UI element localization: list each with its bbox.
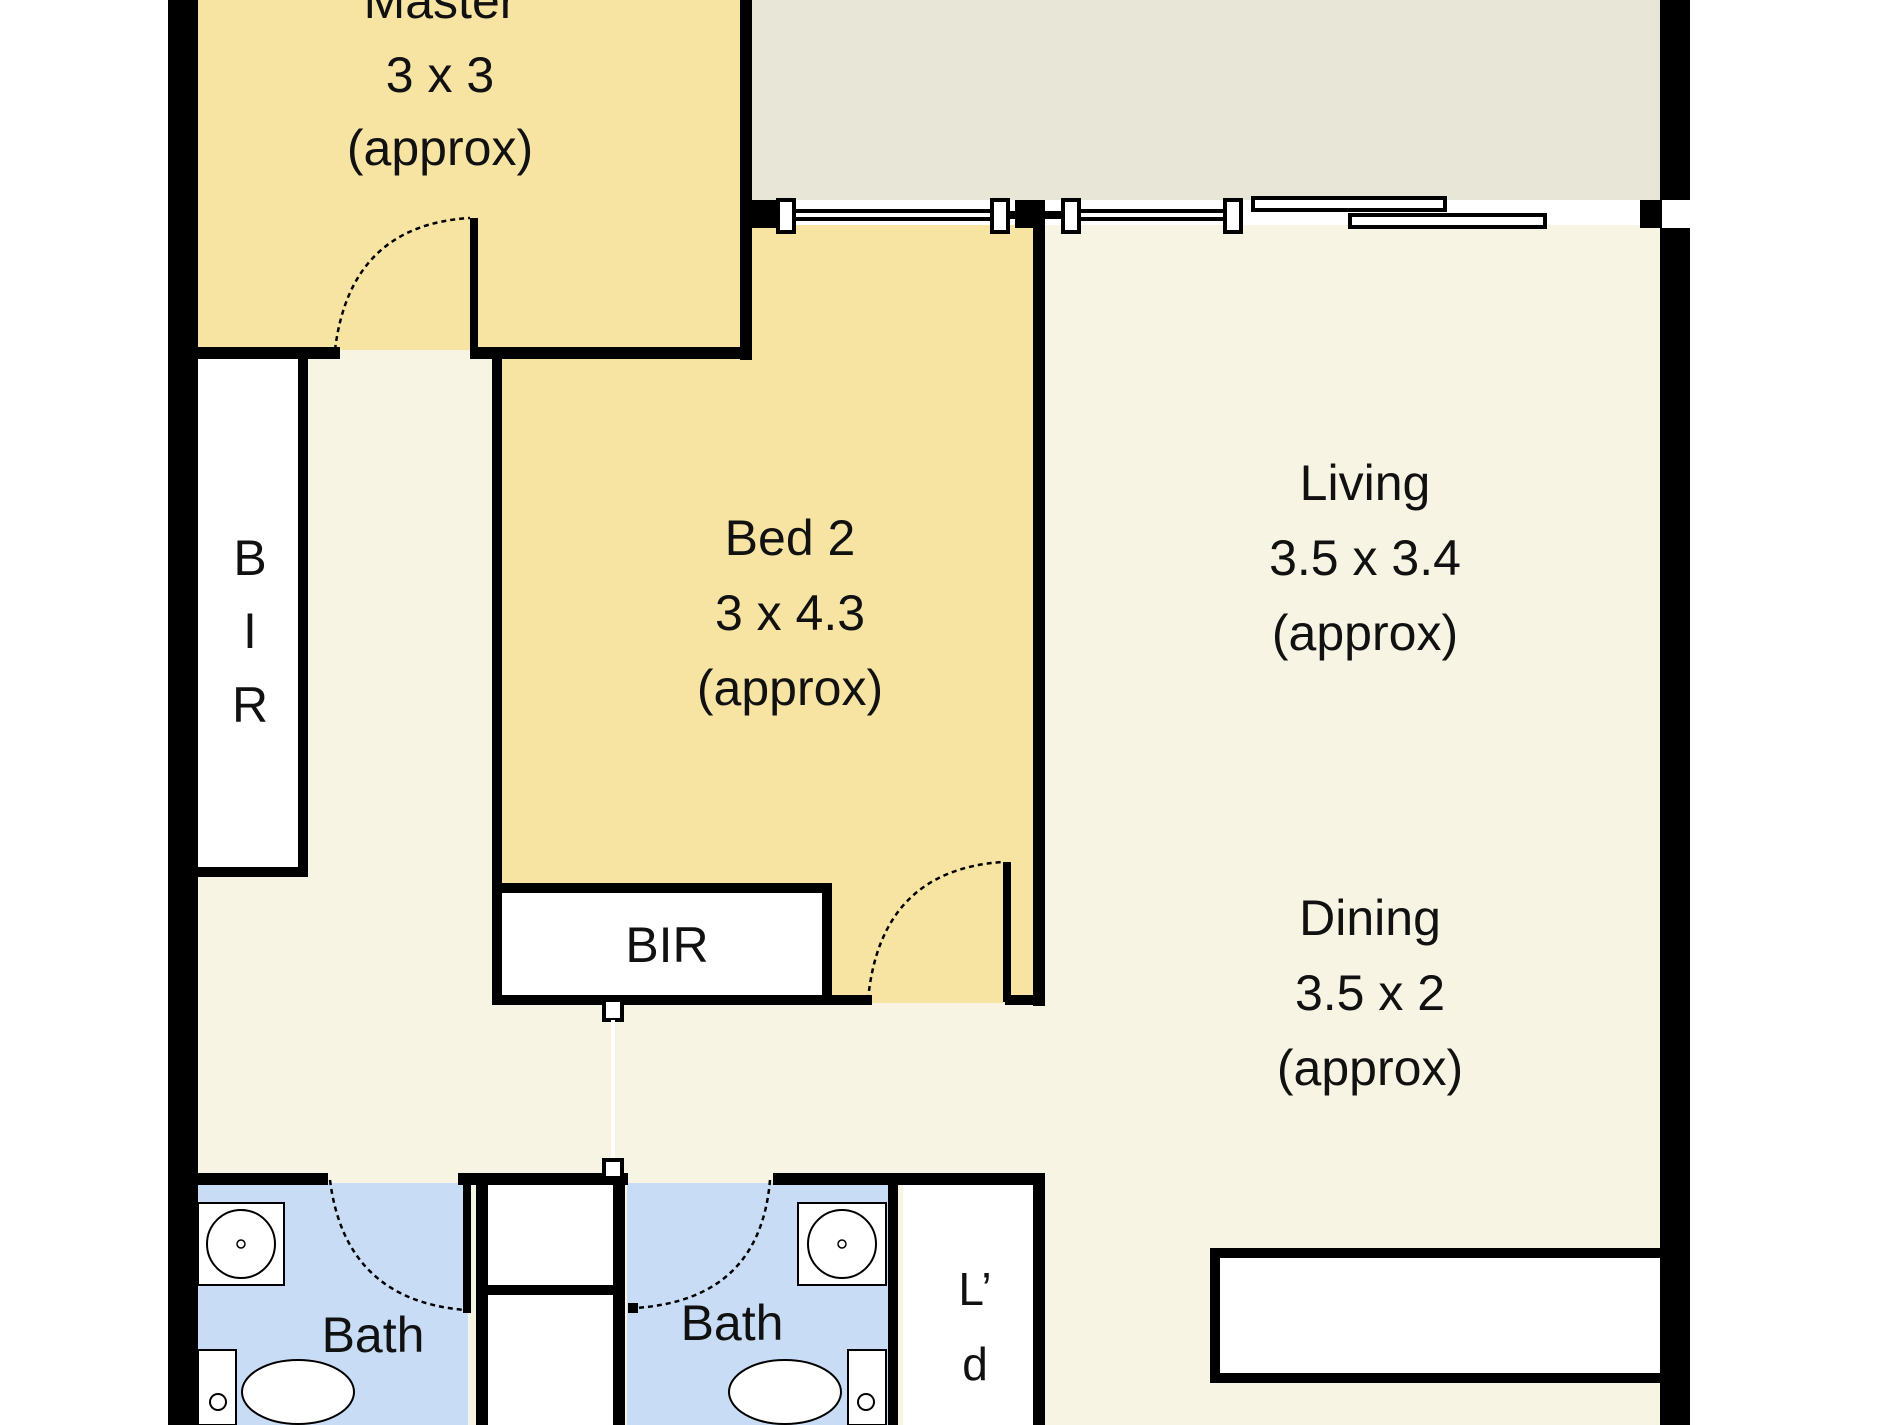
bir-bed2-area	[500, 893, 826, 998]
toilet-right-bowl	[728, 1359, 842, 1425]
master-name-label: Master	[364, 0, 517, 29]
door-bed2	[866, 860, 1004, 1001]
window-frame-3	[1061, 198, 1081, 234]
sliding-door-hall-track	[611, 1020, 615, 1160]
door-bath-right	[634, 1179, 772, 1310]
laundry-letter-1: L’	[958, 1263, 991, 1315]
wall-master-right	[740, 0, 752, 360]
toilet-right-button	[857, 1393, 875, 1411]
sliding-door-hall-top	[602, 998, 624, 1022]
wall-linen-right	[613, 1173, 625, 1425]
balcony-area	[748, 0, 1668, 200]
master-size-label: 3 x 3	[386, 47, 494, 103]
wall-bed2-left	[492, 350, 502, 1003]
windows	[776, 196, 1547, 234]
dining-note-label: (approx)	[1277, 1040, 1463, 1096]
dining-name-label: Dining	[1299, 890, 1441, 946]
doors	[328, 216, 1004, 1313]
bed2-size-label: 3 x 4.3	[715, 585, 865, 641]
wall-bed2-top	[1008, 211, 1063, 219]
wall-bath-top-left	[195, 1173, 328, 1185]
wall-balcony-right	[1660, 0, 1690, 200]
master-note-label: (approx)	[347, 120, 533, 176]
wall-outer-left	[168, 0, 198, 1425]
living-size-label: 3.5 x 3.4	[1269, 530, 1461, 586]
toilet-left-button	[209, 1393, 227, 1411]
laundry-letter-2: d	[962, 1338, 988, 1390]
window-frame-1	[776, 198, 796, 234]
toilet-left-bowl	[241, 1359, 355, 1425]
wall-bath-right-divider	[888, 1173, 898, 1425]
window-frame-2	[990, 198, 1010, 234]
bir-vertical-letter-2: I	[243, 603, 257, 659]
bir-vertical-letter-3: R	[232, 677, 268, 733]
door-jamb-bath-right	[628, 1303, 638, 1313]
wall-bed2-right	[1033, 220, 1045, 1006]
laundry-area	[903, 1183, 1033, 1425]
wall-bir-bed2-right	[822, 883, 832, 1003]
window-pane-2	[1077, 209, 1227, 221]
bath-right-label: Bath	[681, 1295, 784, 1351]
wall-bir-right	[298, 355, 308, 877]
living-name-label: Living	[1300, 455, 1431, 511]
wall-master-bottom-right	[470, 347, 752, 359]
door-bath-left	[328, 1179, 466, 1312]
living-note-label: (approx)	[1272, 605, 1458, 661]
wall-bir-bottom	[195, 867, 308, 877]
window-pane-1	[792, 209, 994, 221]
wall-master-door-jamb	[470, 218, 478, 358]
wall-outer-right	[1660, 228, 1690, 1425]
sliding-door-hall-bottom	[602, 1158, 624, 1180]
wall-linen-shelf	[488, 1285, 613, 1295]
bed2-note-label: (approx)	[697, 660, 883, 716]
room-fills	[195, 0, 1668, 1425]
room-labels: Master 3 x 3 (approx) Bed 2 3 x 4.3 (app…	[232, 0, 1463, 1390]
sliding-door-panel-2	[1348, 213, 1547, 229]
wall-bed2-door-jamb	[1003, 862, 1011, 1002]
wall-bed2-bottom	[492, 995, 872, 1005]
wall-bath-top-right	[773, 1173, 1045, 1185]
bir-vertical-area	[195, 355, 299, 867]
sliding-door-panel-1	[1251, 196, 1447, 212]
wall-bir-bed2-top	[492, 883, 832, 893]
bir-bed2-label: BIR	[625, 917, 708, 973]
dining-size-label: 3.5 x 2	[1295, 965, 1445, 1021]
toilet-right-cistern	[847, 1349, 887, 1425]
wall-bath-top-mid	[458, 1173, 628, 1185]
fixtures	[197, 1202, 887, 1425]
door-master	[333, 216, 471, 351]
wall-master-bottom-left	[195, 347, 340, 359]
bir-vertical-letter-1: B	[233, 530, 266, 586]
linen-cupboard	[478, 1183, 618, 1425]
wall-laundry-right	[1033, 1173, 1045, 1425]
wall-bed2-bottom-right	[1005, 995, 1045, 1005]
wall-linen-left	[476, 1173, 488, 1425]
walls	[168, 0, 1690, 1425]
bed2-name-label: Bed 2	[725, 510, 856, 566]
wall-balcony-stub-right	[1640, 200, 1662, 228]
window-frame-4	[1223, 198, 1243, 234]
basin-left-drain	[236, 1239, 246, 1249]
kitchen-bench-outline	[1210, 1248, 1670, 1383]
basin-right-drain	[837, 1239, 847, 1249]
wall-balcony-stub-left	[748, 200, 780, 228]
toilet-left-cistern	[197, 1349, 237, 1425]
bath-left-label: Bath	[322, 1307, 425, 1363]
wall-bath-left-divider	[463, 1173, 471, 1313]
living-dining-area	[1040, 225, 1660, 1425]
